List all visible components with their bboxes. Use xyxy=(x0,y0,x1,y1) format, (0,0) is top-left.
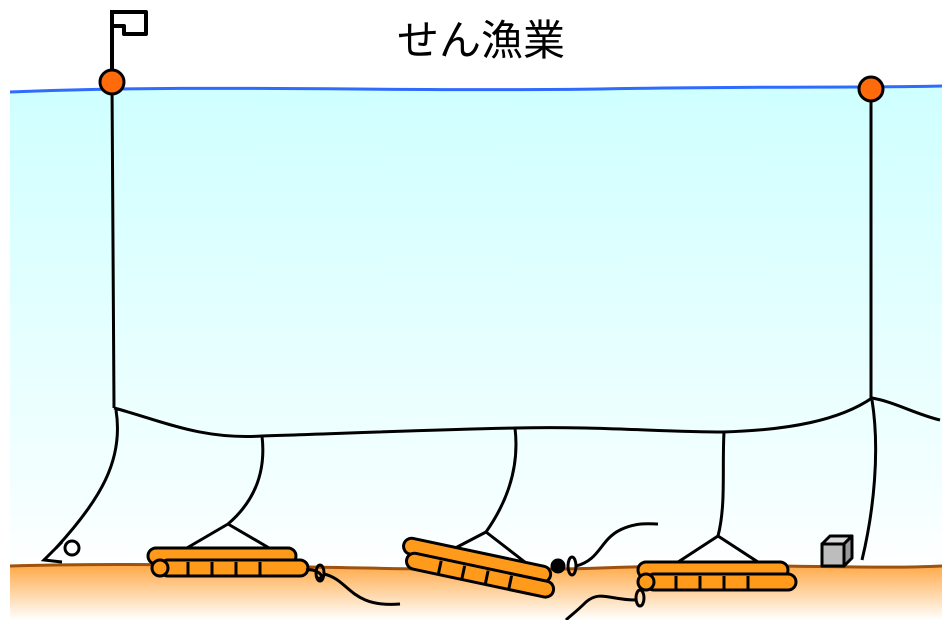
tail-rope-3 xyxy=(564,588,646,620)
log-bundle-icon-1 xyxy=(146,522,310,578)
right-buoy-rope xyxy=(860,88,878,561)
flag-icon xyxy=(110,10,148,80)
left-buoy-icon xyxy=(98,68,126,96)
left-buoy-rope xyxy=(54,81,119,550)
water-body xyxy=(10,86,942,570)
log-bundle-icon-3 xyxy=(636,534,798,592)
box-weight-icon xyxy=(820,534,854,568)
diagram-title: せん漁業 xyxy=(396,16,565,65)
sea-surface-line xyxy=(9,84,942,94)
branch-ropes xyxy=(227,427,726,537)
tail-rope-1 xyxy=(305,563,401,606)
anchor-icon xyxy=(40,539,81,564)
tail-rope-2 xyxy=(550,522,659,577)
right-buoy-icon xyxy=(857,75,885,103)
log-bundle-icon-2 xyxy=(402,530,556,599)
main-longline xyxy=(113,396,941,439)
